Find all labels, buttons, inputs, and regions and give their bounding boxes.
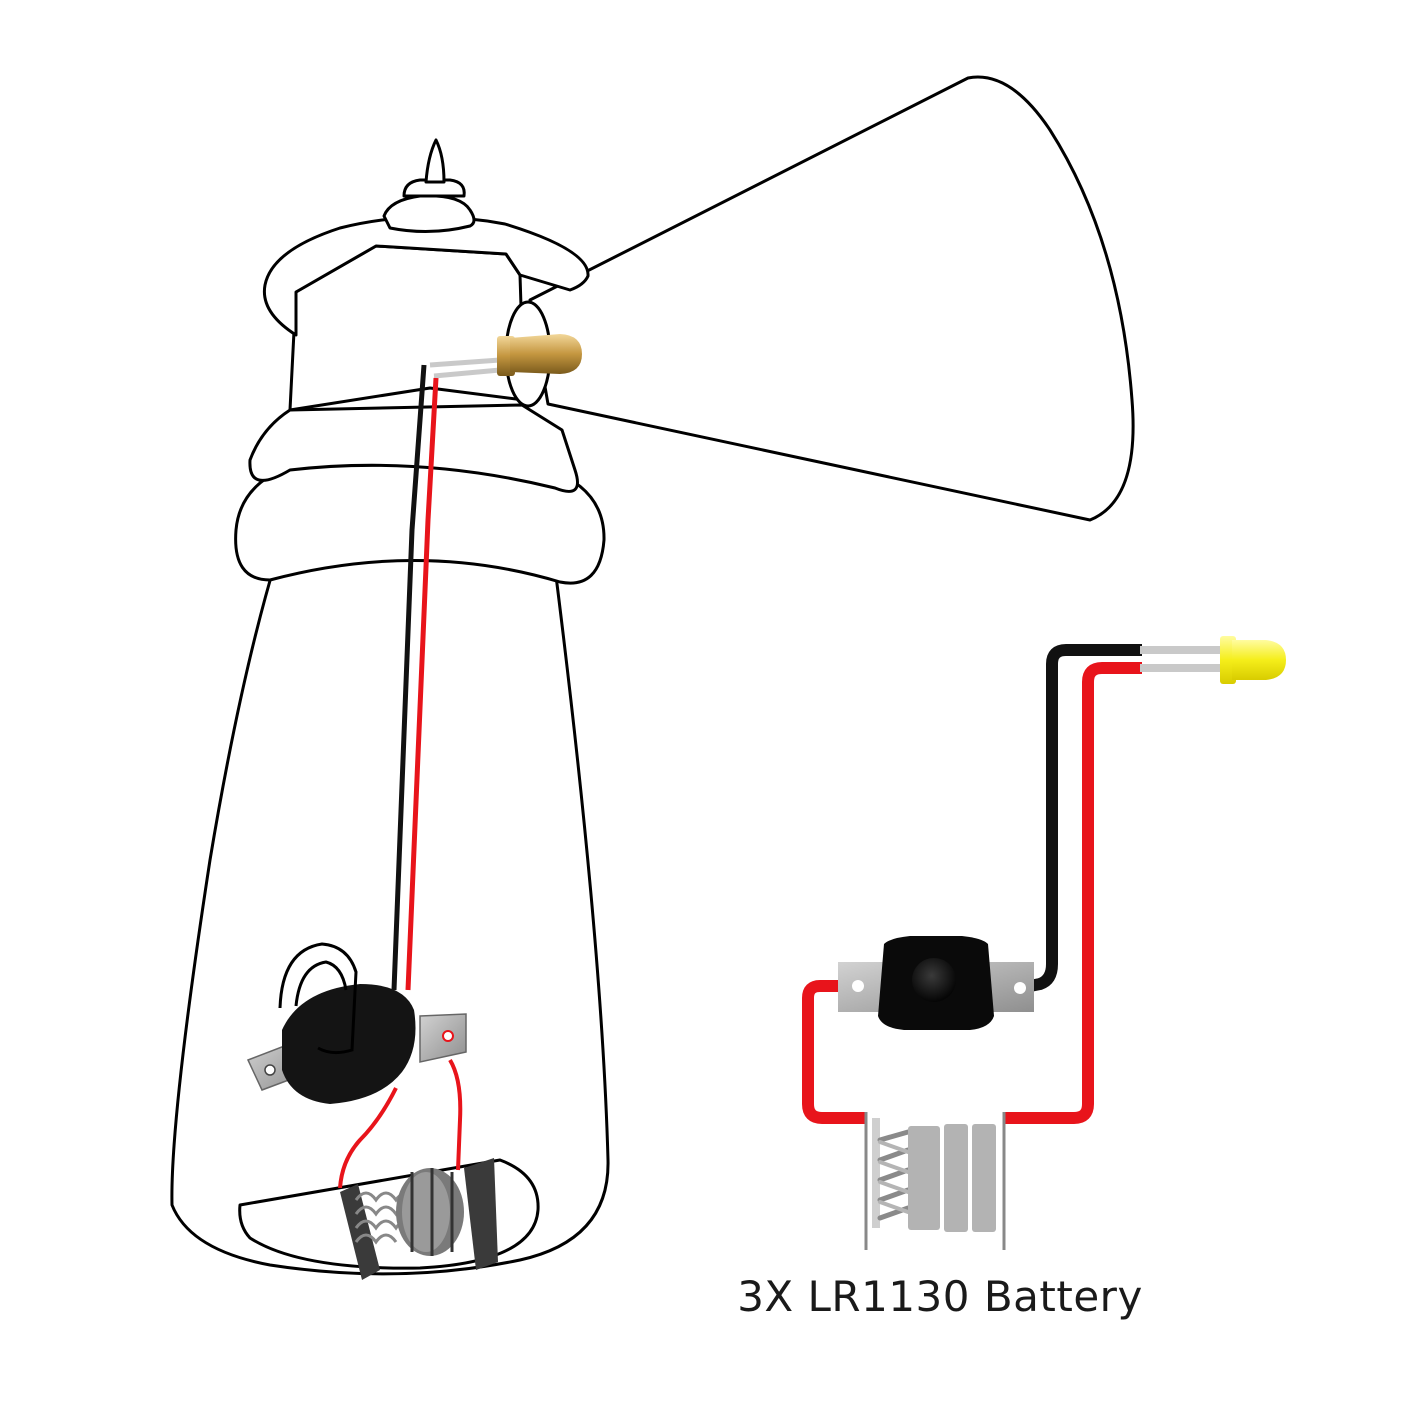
light-beam-cone [528,75,1135,522]
schematic-wire-positive-switch [802,980,866,1124]
spire-knob [402,178,466,198]
brass-led-icon [429,334,582,379]
tower-switch-icon [246,942,467,1104]
schematic-switch-icon [838,936,1034,1030]
schematic-wire-positive-led [1004,662,1142,1124]
tower-body [170,558,610,1276]
base-cutaway [238,1158,540,1270]
schematic-wire-negative [1018,644,1142,994]
tower-wire-negative [391,364,427,991]
lighthouse [170,75,1135,1280]
battery-caption: 3X LR1130 Battery [737,1272,1143,1321]
lantern-lower-band [248,403,579,493]
tower-wire-switch-battery-a [338,1087,398,1189]
spire-tip [424,138,446,184]
tower-battery-icon [340,1158,498,1280]
tower-wire-positive [405,377,439,991]
roof-cap [382,194,476,234]
yellow-led-icon [1220,636,1286,684]
tower-wire-switch-battery-b [448,1058,463,1171]
schematic-battery-icon [864,1112,1006,1250]
schematic [802,636,1286,1250]
